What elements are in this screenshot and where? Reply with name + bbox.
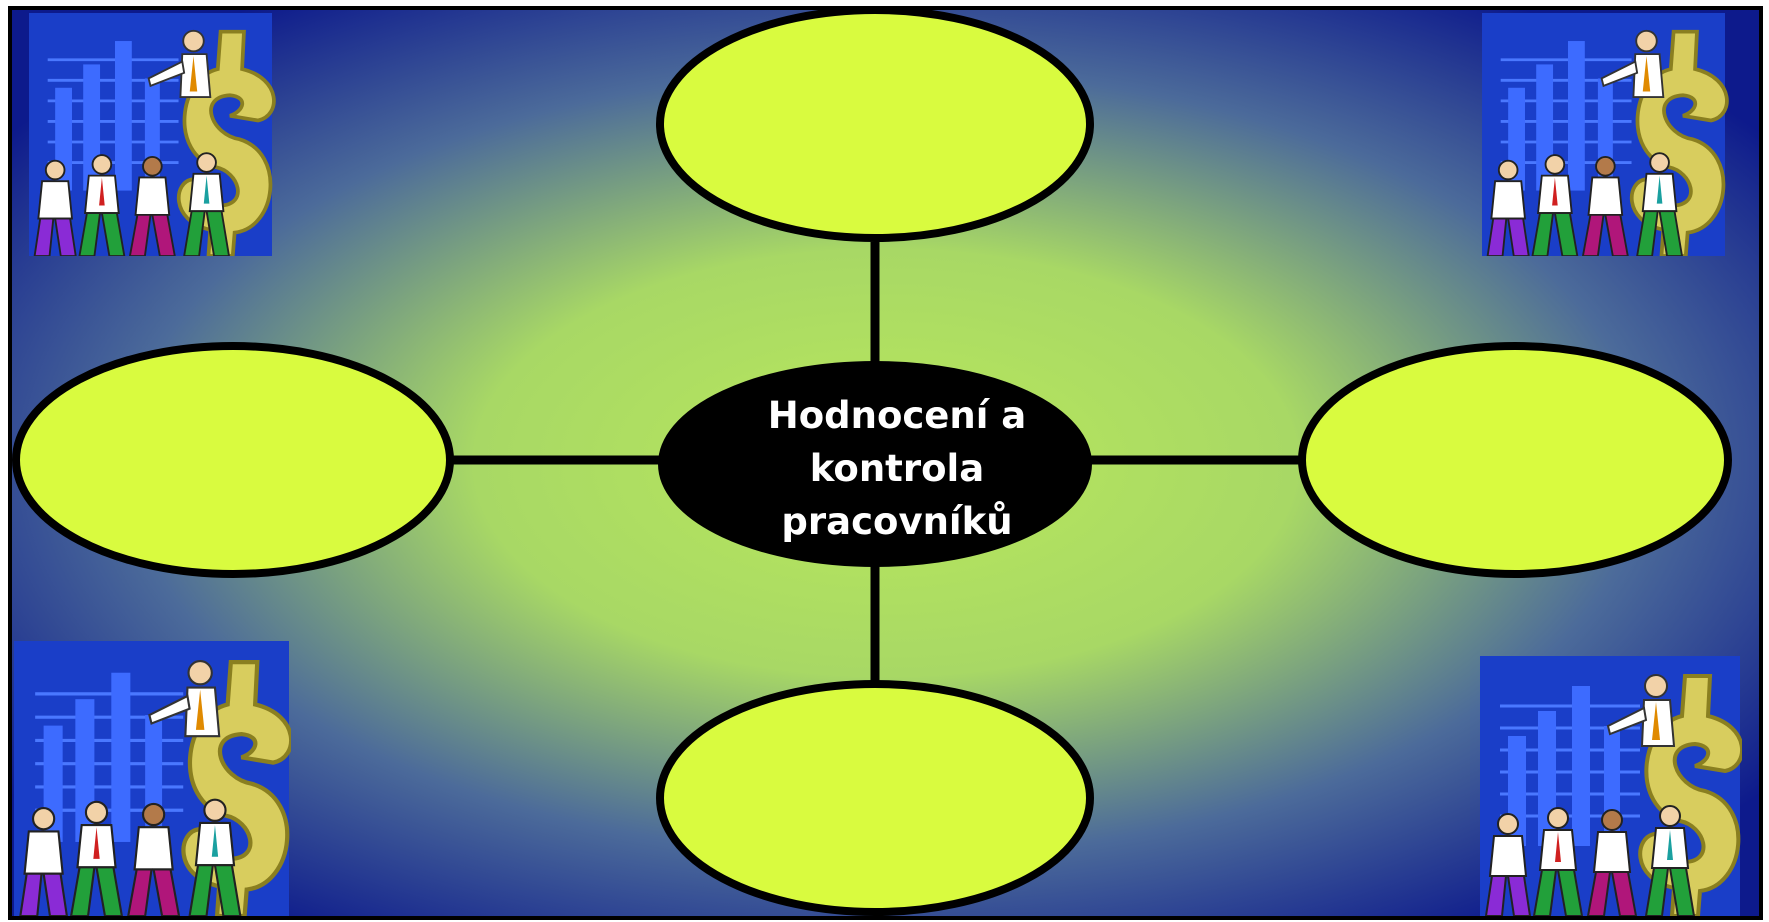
center-node [658, 361, 1092, 567]
center-label-line-2: kontrola [809, 447, 985, 490]
satellite-node-right [1298, 342, 1732, 578]
satellite-node-left [12, 342, 454, 578]
mind-map-diagram [12, 10, 1732, 916]
slide-frame: Hodnocení a kontrola pracovníků [8, 6, 1763, 920]
center-label-line-1: Hodnocení a [767, 394, 1027, 437]
center-label-line-3: pracovníků [781, 500, 1013, 543]
satellite-node-bottom [656, 680, 1094, 916]
center-node-label: Hodnocení a kontrola pracovníků [672, 389, 1122, 548]
satellite-node-top [656, 10, 1094, 242]
